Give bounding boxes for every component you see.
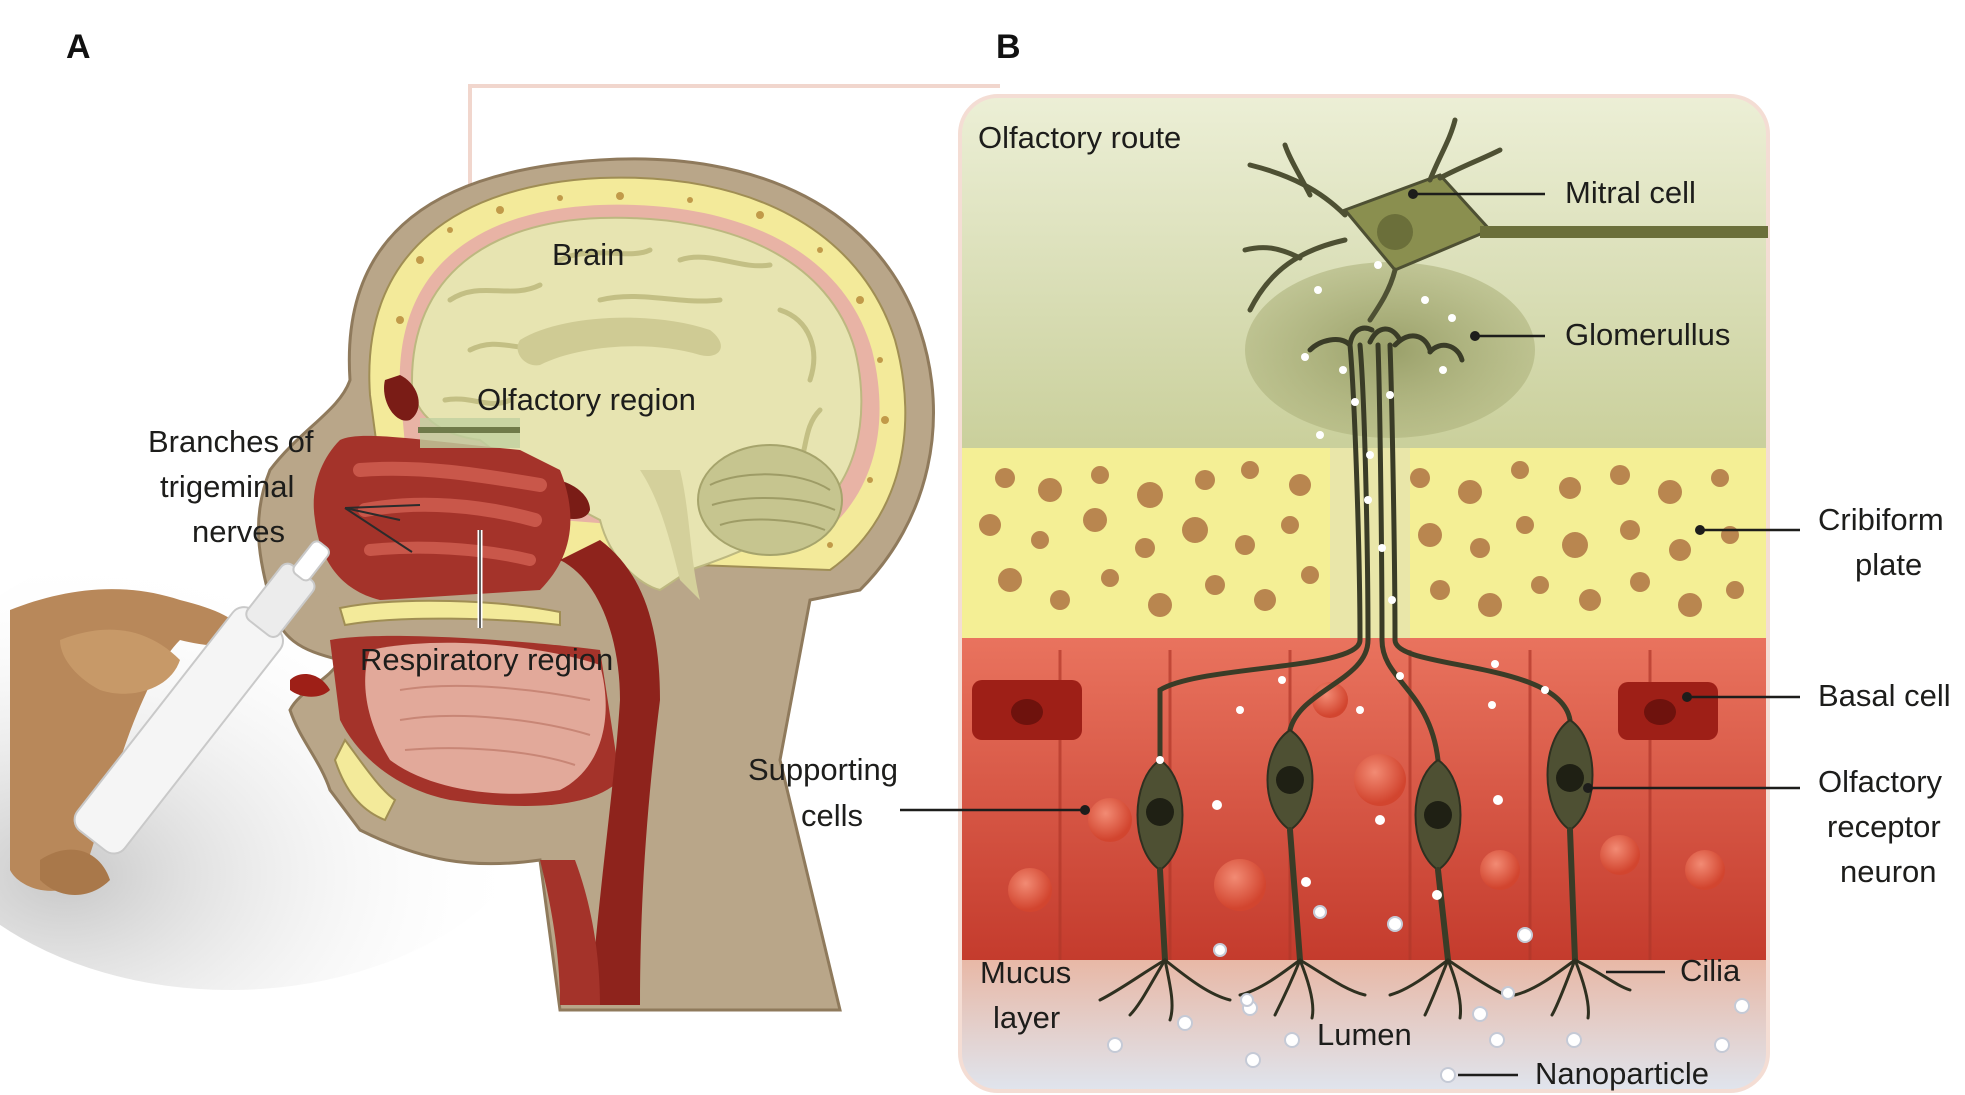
label-orn-3: neuron <box>1840 854 1937 889</box>
label-basal-cell: Basal cell <box>1818 678 1951 713</box>
label-cilia: Cilia <box>1680 953 1741 988</box>
label-nanoparticle: Nanoparticle <box>1535 1056 1709 1091</box>
panel-b-letter: B <box>996 28 1021 66</box>
label-orn-1: Olfactory <box>1818 764 1943 799</box>
panel-a-letter: A <box>66 28 91 66</box>
label-mitral-cell: Mitral cell <box>1565 175 1696 210</box>
label-supporting-2: cells <box>801 798 863 833</box>
olfactory-route-panel <box>960 96 1768 1095</box>
nanoparticle-example <box>1441 1068 1455 1082</box>
label-lumen: Lumen <box>1317 1017 1412 1052</box>
label-olfactory-region: Olfactory region <box>477 382 696 417</box>
label-respiratory-region: Respiratory region <box>360 642 613 677</box>
branches-line-3: nerves <box>192 514 285 549</box>
label-glomerulus: Glomerullus <box>1565 317 1730 352</box>
label-mucus-1: Mucus <box>980 955 1071 990</box>
label-mucus-2: layer <box>993 1000 1060 1035</box>
label-cribiform-2: plate <box>1855 547 1922 582</box>
branches-line-1: Branches of <box>148 424 314 459</box>
label-olfactory-route: Olfactory route <box>978 120 1181 155</box>
branches-line-2: trigeminal <box>160 469 294 504</box>
label-cribiform-1: Cribiform <box>1818 502 1944 537</box>
label-brain: Brain <box>552 237 624 272</box>
label-orn-2: receptor <box>1827 809 1941 844</box>
label-supporting-1: Supporting <box>748 752 898 787</box>
